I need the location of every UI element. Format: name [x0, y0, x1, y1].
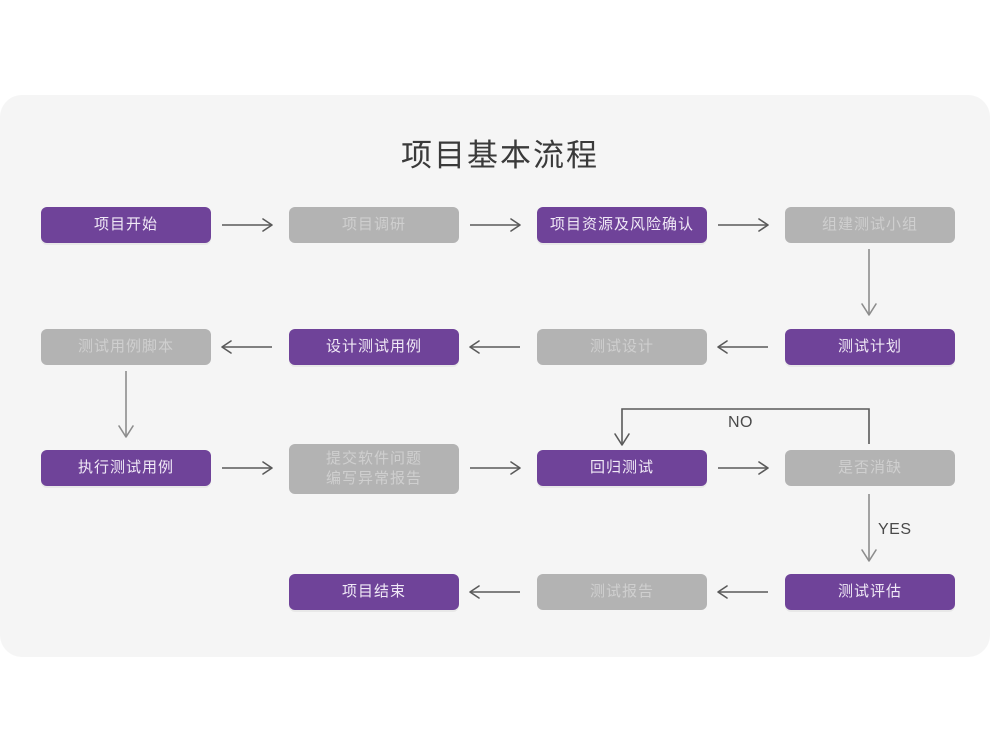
node-defect-resolved-decision[interactable]: 是否消缺 — [785, 450, 955, 486]
node-project-start[interactable]: 项目开始 — [41, 207, 211, 243]
node-testcase-script[interactable]: 测试用例脚本 — [41, 329, 211, 365]
branch-label-no: NO — [728, 414, 753, 431]
node-test-plan[interactable]: 测试计划 — [785, 329, 955, 365]
node-project-end[interactable]: 项目结束 — [289, 574, 459, 610]
branch-label-yes: YES — [878, 521, 912, 538]
node-test-evaluation[interactable]: 测试评估 — [785, 574, 955, 610]
node-resource-risk-confirm[interactable]: 项目资源及风险确认 — [537, 207, 707, 243]
flowchart-card — [0, 95, 990, 657]
node-build-test-team[interactable]: 组建测试小组 — [785, 207, 955, 243]
node-regression-test[interactable]: 回归测试 — [537, 450, 707, 486]
node-test-design[interactable]: 测试设计 — [537, 329, 707, 365]
node-test-report[interactable]: 测试报告 — [537, 574, 707, 610]
node-execute-testcase[interactable]: 执行测试用例 — [41, 450, 211, 486]
node-submit-defect-report[interactable]: 提交软件问题 编写异常报告 — [289, 444, 459, 494]
node-design-testcase[interactable]: 设计测试用例 — [289, 329, 459, 365]
page-title: 项目基本流程 — [401, 138, 599, 174]
node-project-research[interactable]: 项目调研 — [289, 207, 459, 243]
